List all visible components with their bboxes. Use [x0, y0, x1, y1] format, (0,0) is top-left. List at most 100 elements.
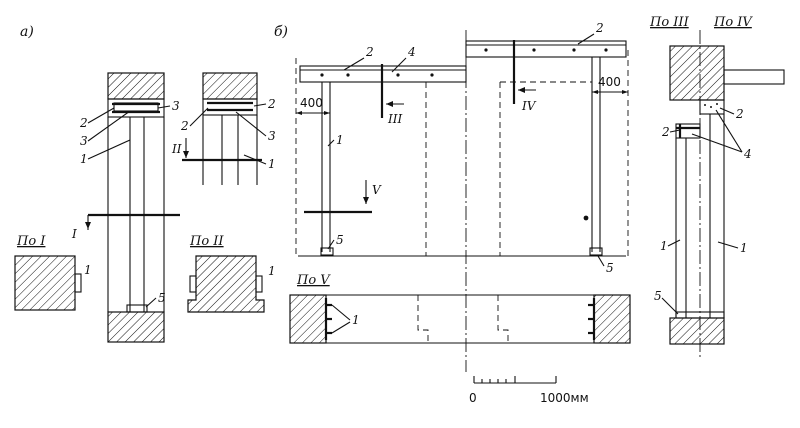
section-4-header — [699, 99, 725, 115]
section-1-column — [14, 255, 76, 311]
section-3-4-wall — [669, 45, 725, 101]
callout-1-detail: 1 — [268, 157, 276, 171]
plan-wall-right — [593, 294, 631, 344]
plan-boards-left — [324, 298, 332, 340]
section-2-board-right — [255, 275, 263, 293]
right-base — [589, 247, 603, 256]
caption-section-5: По V — [296, 273, 331, 288]
section-4-beam — [723, 69, 785, 85]
callout-1-sec5: 1 — [352, 313, 360, 327]
leader-3-a — [87, 110, 131, 142]
dim-400-right: 400 — [598, 75, 621, 89]
caption-section-3: По III — [649, 15, 690, 30]
top-wall-block — [107, 72, 165, 100]
callout-4-b: 4 — [407, 45, 416, 59]
leader-1-detail — [243, 154, 267, 165]
callout-5-sec: 5 — [654, 289, 662, 303]
anchor-dot — [583, 215, 589, 221]
part-a-label: а) — [20, 24, 34, 40]
leader-2-sec4 — [719, 107, 735, 115]
caption-section-1: По I — [16, 234, 46, 249]
scale-start: 0 — [469, 391, 477, 405]
beam-right — [465, 40, 627, 58]
callout-2-b-right: 2 — [595, 21, 604, 35]
section-arrowhead-4 — [518, 87, 525, 93]
leader-2-detail-l — [189, 107, 209, 127]
leader-2-b-right — [577, 33, 595, 45]
callout-1-sec3: 1 — [660, 239, 668, 253]
detail-header — [202, 98, 258, 116]
bottom-wall-block — [107, 311, 165, 343]
callout-2-detail-r: 2 — [267, 97, 276, 111]
leader-1-sec4 — [717, 241, 739, 249]
section-arrowhead-5 — [363, 197, 369, 204]
leader-3-detail — [235, 111, 267, 137]
leader-2-b-left — [343, 57, 365, 71]
leader-2-detail-r — [253, 103, 267, 107]
leader-2-a — [87, 107, 115, 124]
section-arrowhead-1 — [85, 222, 91, 229]
leader-4-b — [391, 57, 407, 73]
callout-2-sec3: 2 — [661, 125, 670, 139]
leader-1-b — [327, 139, 335, 147]
plan-door-left — [417, 295, 429, 343]
callout-3-a: 3 — [80, 134, 88, 148]
section-2-board-left — [189, 275, 197, 293]
column-a-detail — [182, 72, 262, 185]
section-mark-1: I — [71, 227, 77, 241]
scale-bar — [473, 376, 557, 384]
callout-1-sec1: 1 — [84, 263, 92, 277]
callout-4-sec: 4 — [743, 147, 752, 161]
caption-section-4: По IV — [713, 15, 753, 30]
section-floor-block — [669, 317, 725, 345]
leader-3-a-right — [157, 105, 171, 109]
leader-1-sec5-b — [331, 321, 351, 334]
callout-1-a: 1 — [80, 152, 88, 166]
caption-section-2: По II — [189, 234, 224, 249]
leader-5-b-left — [327, 239, 335, 250]
detail-wall-block — [202, 72, 258, 100]
leader-5-b-right — [597, 255, 605, 267]
callout-5-a: 5 — [158, 291, 166, 305]
section-1-board — [74, 273, 82, 293]
section-mark-4: IV — [521, 99, 537, 113]
section-mark-2: II — [171, 142, 182, 156]
header-plate — [107, 98, 165, 118]
left-base — [320, 247, 334, 256]
beam-right-bolts — [484, 48, 608, 52]
section-arrowhead-2 — [183, 151, 189, 158]
callout-2-b-left: 2 — [365, 45, 374, 59]
callout-1-b: 1 — [336, 133, 344, 147]
callout-2-a: 2 — [79, 116, 88, 130]
callout-5-b-left: 5 — [336, 233, 344, 247]
dim-400-left: 400 — [300, 96, 323, 110]
callout-3-detail: 3 — [268, 129, 276, 143]
plan-door-right — [497, 295, 509, 343]
section-4-header-dots — [704, 103, 718, 108]
beam-left-bolts — [320, 73, 434, 77]
leader-1-sec5-a — [331, 304, 351, 321]
scale-end: 1000мм — [540, 391, 589, 405]
section-mark-5: V — [372, 183, 382, 197]
leader-5-sec — [661, 297, 679, 315]
section-mark-3: III — [387, 112, 402, 126]
callout-3-a-right: 3 — [172, 99, 180, 113]
leader-1-a — [87, 139, 131, 160]
leader-1-sec3 — [667, 239, 681, 247]
section-2-column — [187, 255, 265, 313]
callout-1-sec2: 1 — [268, 264, 276, 278]
callout-5-b-right: 5 — [606, 261, 614, 275]
part-b-label: б) — [274, 24, 288, 40]
column-a-elevation — [88, 72, 180, 343]
plan-boards-right — [588, 298, 596, 340]
callout-2-sec4: 2 — [735, 107, 744, 121]
callout-2-detail-l: 2 — [180, 119, 189, 133]
leader-2-sec3 — [669, 129, 681, 133]
callout-1-sec4: 1 — [740, 241, 748, 255]
section-arrowhead-3 — [386, 101, 393, 107]
leader-4-sec-b — [691, 133, 743, 153]
plan-wall-left — [289, 294, 327, 344]
leader-5-a — [145, 297, 157, 308]
